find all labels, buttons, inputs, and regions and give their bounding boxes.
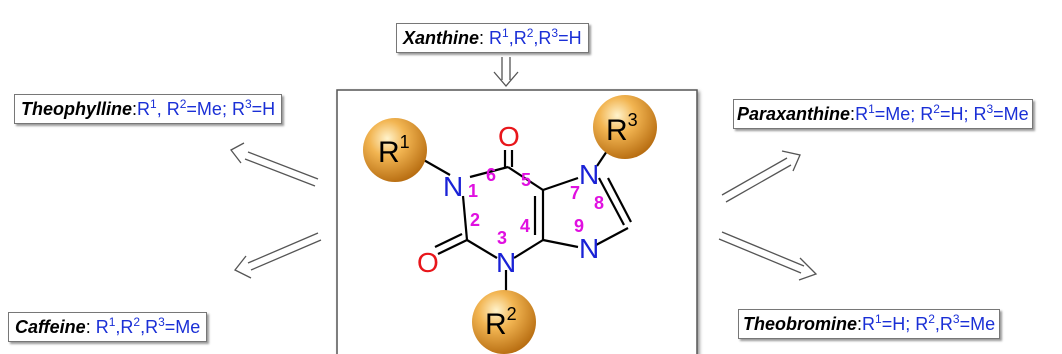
- nitrogen-atom-1: N: [443, 171, 463, 202]
- label-caffeine: Caffeine: R1,R2,R3=Me: [8, 312, 208, 342]
- ring-number-4: 4: [520, 216, 530, 236]
- label-theobromine: Theobromine:R1=H; R2,R3=Me: [738, 309, 1001, 339]
- substituent-spec: R1, R2=Me; R3=H: [137, 97, 276, 119]
- substituent-r1-label: R1: [378, 132, 410, 169]
- label-theophylline: Theophylline:R1, R2=Me; R3=H: [14, 94, 283, 124]
- nitrogen-atom-7: N: [579, 159, 599, 190]
- substituent-r3-ball: [593, 95, 657, 159]
- substituent-spec: R1=Me; R2=H; R3=Me: [855, 102, 1029, 124]
- ring-number-8: 8: [594, 193, 604, 213]
- compound-name: Theobromine: [743, 314, 858, 334]
- ring-number-5: 5: [521, 170, 531, 190]
- ring-number-1: 1: [468, 181, 478, 201]
- nitrogen-atom-3: N: [496, 247, 516, 278]
- substituent-spec: R1=H; R2,R3=Me: [862, 312, 996, 334]
- label-xanthine: Xanthine: R1,R2,R3=H: [396, 23, 589, 53]
- oxygen-atom-6: O: [498, 121, 520, 152]
- arrow-to-caffeine: [233, 232, 322, 279]
- compound-name: Caffeine: [15, 317, 86, 337]
- substituent-spec: R1,R2,R3=Me: [95, 315, 201, 337]
- compound-name: Theophylline: [21, 99, 133, 119]
- arrow-down-from-xanthine: [493, 57, 519, 87]
- substituent-r3-label: R3: [606, 110, 638, 147]
- ring-number-7: 7: [570, 183, 580, 203]
- substituent-spec: R1,R2,R3=H: [489, 26, 582, 48]
- ring-number-2: 2: [470, 210, 480, 230]
- arrow-to-theophylline: [230, 142, 319, 187]
- ring-number-9: 9: [574, 216, 584, 236]
- oxygen-atom-2: O: [417, 247, 439, 278]
- nitrogen-atom-9: N: [579, 233, 599, 264]
- substituent-r2-ball: [472, 290, 536, 354]
- substituent-r1-ball: [363, 118, 427, 182]
- compound-name: Paraxanthine: [737, 104, 851, 124]
- arrow-to-theobromine: [718, 231, 818, 281]
- substituent-r2-label: R2: [485, 304, 517, 341]
- compound-name: Xanthine: [403, 28, 480, 48]
- ring-number-6: 6: [486, 165, 496, 185]
- ring-number-3: 3: [497, 228, 507, 248]
- label-paraxanthine: Paraxanthine:R1=Me; R2=H; R3=Me: [733, 99, 1033, 129]
- arrow-to-paraxanthine: [721, 150, 801, 203]
